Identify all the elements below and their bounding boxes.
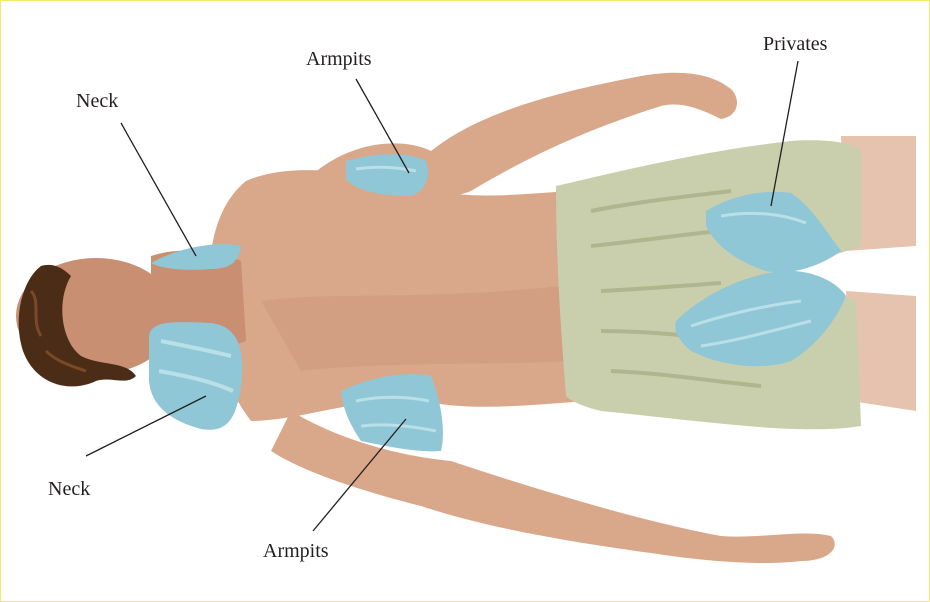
label-neck-top: Neck (76, 91, 118, 111)
label-neck-bottom: Neck (48, 479, 90, 499)
label-armpits-top: Armpits (306, 49, 372, 69)
leader-line-neck-bottom (86, 396, 206, 456)
ice-pack-neck-top (151, 244, 241, 270)
lower-arm (271, 411, 835, 563)
label-privates: Privates (763, 34, 827, 54)
ice-pack-armpit-bottom (341, 374, 443, 451)
leader-line-neck-top (121, 123, 196, 256)
torso-shade (261, 286, 571, 371)
label-armpits-bottom: Armpits (263, 541, 329, 561)
ice-pack-neck-bottom (149, 322, 242, 430)
